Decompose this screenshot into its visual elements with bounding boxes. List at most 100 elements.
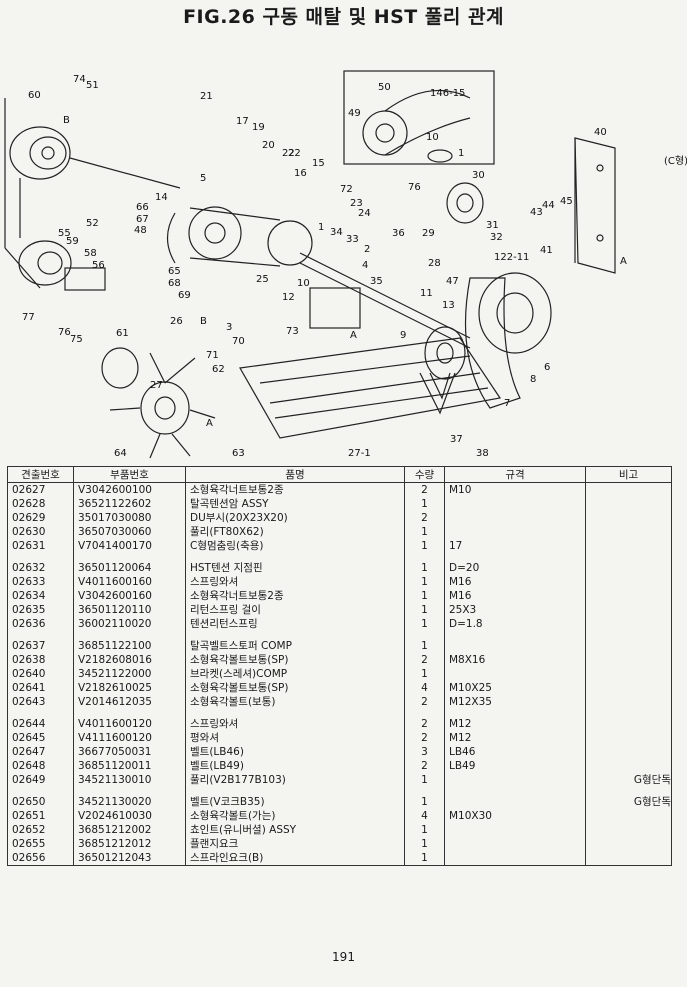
part-callout-21: 23 bbox=[350, 198, 363, 209]
part-callout-46: 31 bbox=[486, 220, 499, 231]
part-no-cell: 34521122000 bbox=[73, 667, 186, 681]
page-title: FIG.26 구동 매탈 및 HST 풀리 관계 bbox=[183, 6, 504, 28]
part-callout-30: 1 bbox=[318, 222, 324, 233]
quantity-cell: 1 bbox=[404, 837, 445, 851]
part-no-cell: V7041400170 bbox=[73, 539, 186, 553]
group-spacer bbox=[7, 787, 672, 795]
spacer-cell bbox=[7, 553, 74, 561]
ref-no-cell: 02645 bbox=[7, 731, 74, 745]
part-callout-38: 40 bbox=[594, 127, 607, 138]
ref-no-cell: 02643 bbox=[7, 695, 74, 709]
spec-cell bbox=[444, 823, 586, 837]
spacer-cell bbox=[444, 631, 586, 639]
quantity-cell: 3 bbox=[404, 745, 445, 759]
spec-cell bbox=[444, 497, 586, 511]
ref-no-cell: 02650 bbox=[7, 795, 74, 809]
quantity-cell: 2 bbox=[404, 511, 445, 525]
part-callout-65: 70 bbox=[232, 336, 245, 347]
remarks-cell bbox=[585, 759, 672, 773]
spacer-cell bbox=[73, 553, 186, 561]
callout-labels: 607451B212217192022161514566674865686925… bbox=[22, 74, 687, 459]
part-no-cell: 36501120064 bbox=[73, 561, 186, 575]
quantity-cell: 2 bbox=[404, 482, 445, 497]
inset-detail-c-type bbox=[343, 70, 495, 165]
part-name-cell: 탈곡텐션암 ASSY bbox=[185, 497, 405, 511]
spacer-cell bbox=[7, 787, 74, 795]
spacer-cell bbox=[7, 709, 74, 717]
v-bracket-drawing bbox=[419, 372, 456, 415]
spacer-cell bbox=[585, 553, 672, 561]
quantity-cell: 1 bbox=[404, 589, 445, 603]
remarks-cell bbox=[585, 731, 672, 745]
ref-no-cell: 02632 bbox=[7, 561, 74, 575]
quantity-cell: 1 bbox=[404, 851, 445, 866]
part-callout-61: 75 bbox=[70, 334, 83, 345]
part-callout-52: 10 bbox=[426, 132, 439, 143]
spacer-cell bbox=[185, 631, 405, 639]
spec-cell: M16 bbox=[444, 589, 586, 603]
part-name-cell: 평와셔 bbox=[185, 731, 405, 745]
ref-no-cell: 02640 bbox=[7, 667, 74, 681]
ref-no-cell: 02644 bbox=[7, 717, 74, 731]
quantity-cell: 1 bbox=[404, 561, 445, 575]
part-no-cell: 36501212043 bbox=[73, 851, 186, 866]
spacer-cell bbox=[73, 787, 186, 795]
quantity-cell: 1 bbox=[404, 525, 445, 539]
part-callout-20: 25 bbox=[256, 274, 269, 285]
part-callout-74: 27-1 bbox=[348, 448, 371, 459]
part-callout-32: 12 bbox=[282, 292, 295, 303]
part-callout-4: 21 bbox=[200, 91, 213, 102]
quantity-cell: 2 bbox=[404, 717, 445, 731]
part-callout-26: 36 bbox=[392, 228, 405, 239]
remarks-cell bbox=[585, 823, 672, 837]
part-name-cell: 소형육각볼트보통(SP) bbox=[185, 653, 405, 667]
part-name-cell: DU부시(20X23X20) bbox=[185, 511, 405, 525]
part-no-cell: V3042600160 bbox=[73, 589, 186, 603]
header-quantity: 수량 bbox=[404, 466, 445, 483]
header-remarks: 비고 bbox=[585, 466, 672, 483]
part-no-cell: 36851122100 bbox=[73, 639, 186, 653]
part-callout-41: 44 bbox=[542, 200, 555, 211]
spec-cell: M12 bbox=[444, 731, 586, 745]
part-name-cell: 스프라인요크(B) bbox=[185, 851, 405, 866]
part-name-cell: 풀리(V2B177B103) bbox=[185, 773, 405, 787]
quantity-cell: 1 bbox=[404, 575, 445, 589]
part-no-cell: V4011600120 bbox=[73, 717, 186, 731]
page-number: 191 bbox=[332, 950, 355, 964]
part-callout-71: 63 bbox=[232, 448, 245, 459]
spacer-cell bbox=[444, 553, 586, 561]
part-callout-59: 77 bbox=[22, 312, 35, 323]
ref-no-cell: 02631 bbox=[7, 539, 74, 553]
part-callout-0: 60 bbox=[28, 90, 41, 101]
ref-no-cell: 02629 bbox=[7, 511, 74, 525]
part-callout-12: 14 bbox=[155, 192, 168, 203]
part-callout-7: 19 bbox=[252, 122, 265, 133]
ref-no-cell: 02637 bbox=[7, 639, 74, 653]
spec-cell: D=20 bbox=[444, 561, 586, 575]
spec-cell: M8X16 bbox=[444, 653, 586, 667]
spec-cell: M12X35 bbox=[444, 695, 586, 709]
part-callout-76: 7 bbox=[504, 398, 510, 409]
part-callout-64: 27 bbox=[150, 380, 163, 391]
ref-no-cell: 02655 bbox=[7, 837, 74, 851]
part-callout-48: 76 bbox=[408, 182, 421, 193]
part-callout-10: 16 bbox=[294, 168, 307, 179]
remarks-cell bbox=[585, 589, 672, 603]
spacer-cell bbox=[404, 553, 445, 561]
quantity-cell: 1 bbox=[404, 603, 445, 617]
part-callout-22: 24 bbox=[358, 208, 371, 219]
spacer-cell bbox=[404, 709, 445, 717]
spacer-cell bbox=[73, 709, 186, 717]
ref-no-cell: 02652 bbox=[7, 823, 74, 837]
part-callout-37: 122-11 bbox=[494, 252, 529, 263]
quantity-cell: 1 bbox=[404, 795, 445, 809]
remarks-cell bbox=[585, 525, 672, 539]
header-spec: 규격 bbox=[444, 466, 586, 483]
part-no-cell: 36851212012 bbox=[73, 837, 186, 851]
